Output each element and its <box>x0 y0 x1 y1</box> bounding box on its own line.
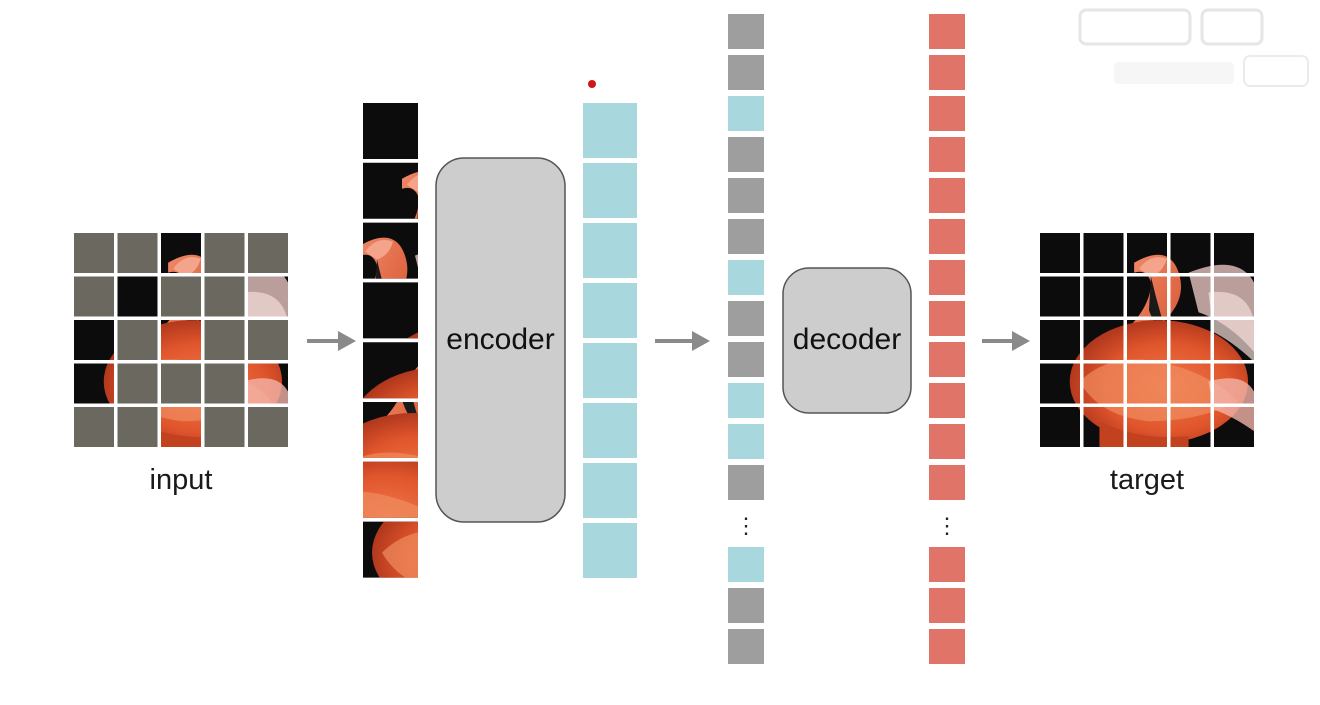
encoder-block: encoder <box>435 157 566 523</box>
encoded-token <box>583 403 637 458</box>
masked-patch <box>161 276 201 317</box>
output-token <box>929 465 965 500</box>
input-masked-image <box>74 233 288 447</box>
input-label: input <box>149 464 213 496</box>
ellipsis: ⋮ <box>735 513 757 538</box>
output-token <box>929 383 965 418</box>
masked-patch <box>204 363 245 404</box>
output-token <box>929 219 965 254</box>
masked-patch <box>117 363 158 404</box>
masked-patch <box>204 276 245 317</box>
masked-patch <box>117 407 158 447</box>
output-token <box>929 96 965 131</box>
output-token <box>929 547 965 582</box>
watermark-logo <box>1078 8 1309 87</box>
encoder-label: encoder <box>446 323 554 356</box>
masked-patch <box>74 276 114 317</box>
masked-patch <box>248 320 288 360</box>
mask-token <box>728 588 764 623</box>
encoded-token <box>583 523 637 578</box>
output-token <box>929 424 965 459</box>
encoded-token <box>728 96 764 131</box>
mask-token <box>728 629 764 664</box>
masked-patch <box>117 320 158 360</box>
encoded-token <box>583 283 637 338</box>
encoded-token <box>583 103 637 158</box>
output-token <box>929 301 965 336</box>
encoded-token <box>583 463 637 518</box>
masked-patch <box>117 233 158 273</box>
decoder-input-sequence: ⋮ <box>728 14 764 664</box>
output-token <box>929 178 965 213</box>
arrow-output-to-target <box>982 331 1030 351</box>
decoder-block: decoder <box>782 267 912 414</box>
encoded-token <box>583 343 637 398</box>
mask-token <box>728 55 764 90</box>
output-token <box>929 137 965 172</box>
mask-token <box>728 14 764 49</box>
encoded-token <box>583 223 637 278</box>
output-token <box>929 629 965 664</box>
encoded-token <box>728 424 764 459</box>
decoder-label: decoder <box>793 323 901 356</box>
masked-patch <box>74 233 114 273</box>
encoded-token <box>583 163 637 218</box>
output-token <box>929 342 965 377</box>
marker-dot <box>588 80 596 88</box>
target-label: target <box>1109 464 1185 496</box>
masked-patch <box>248 233 288 273</box>
arrow-input-to-patches <box>307 331 356 351</box>
target-image <box>1040 233 1254 447</box>
output-token <box>929 588 965 623</box>
masked-patch <box>204 233 245 273</box>
decoder-output-tokens: ⋮ <box>929 14 965 664</box>
mask-token <box>728 465 764 500</box>
arrow-encoder-to-sequence <box>655 331 710 351</box>
mask-token <box>728 219 764 254</box>
masked-patch <box>204 407 245 447</box>
encoded-token <box>728 547 764 582</box>
mask-token <box>728 178 764 213</box>
masked-patch <box>161 363 201 404</box>
mask-token <box>728 137 764 172</box>
encoded-token <box>728 383 764 418</box>
masked-patch <box>74 407 114 447</box>
encoded-token <box>728 260 764 295</box>
encoded-visible-tokens <box>583 103 637 578</box>
ellipsis: ⋮ <box>936 513 958 538</box>
output-token <box>929 14 965 49</box>
output-token <box>929 55 965 90</box>
masked-patch <box>204 320 245 360</box>
mask-token <box>728 301 764 336</box>
output-token <box>929 260 965 295</box>
masked-patch <box>248 407 288 447</box>
mask-token <box>728 342 764 377</box>
